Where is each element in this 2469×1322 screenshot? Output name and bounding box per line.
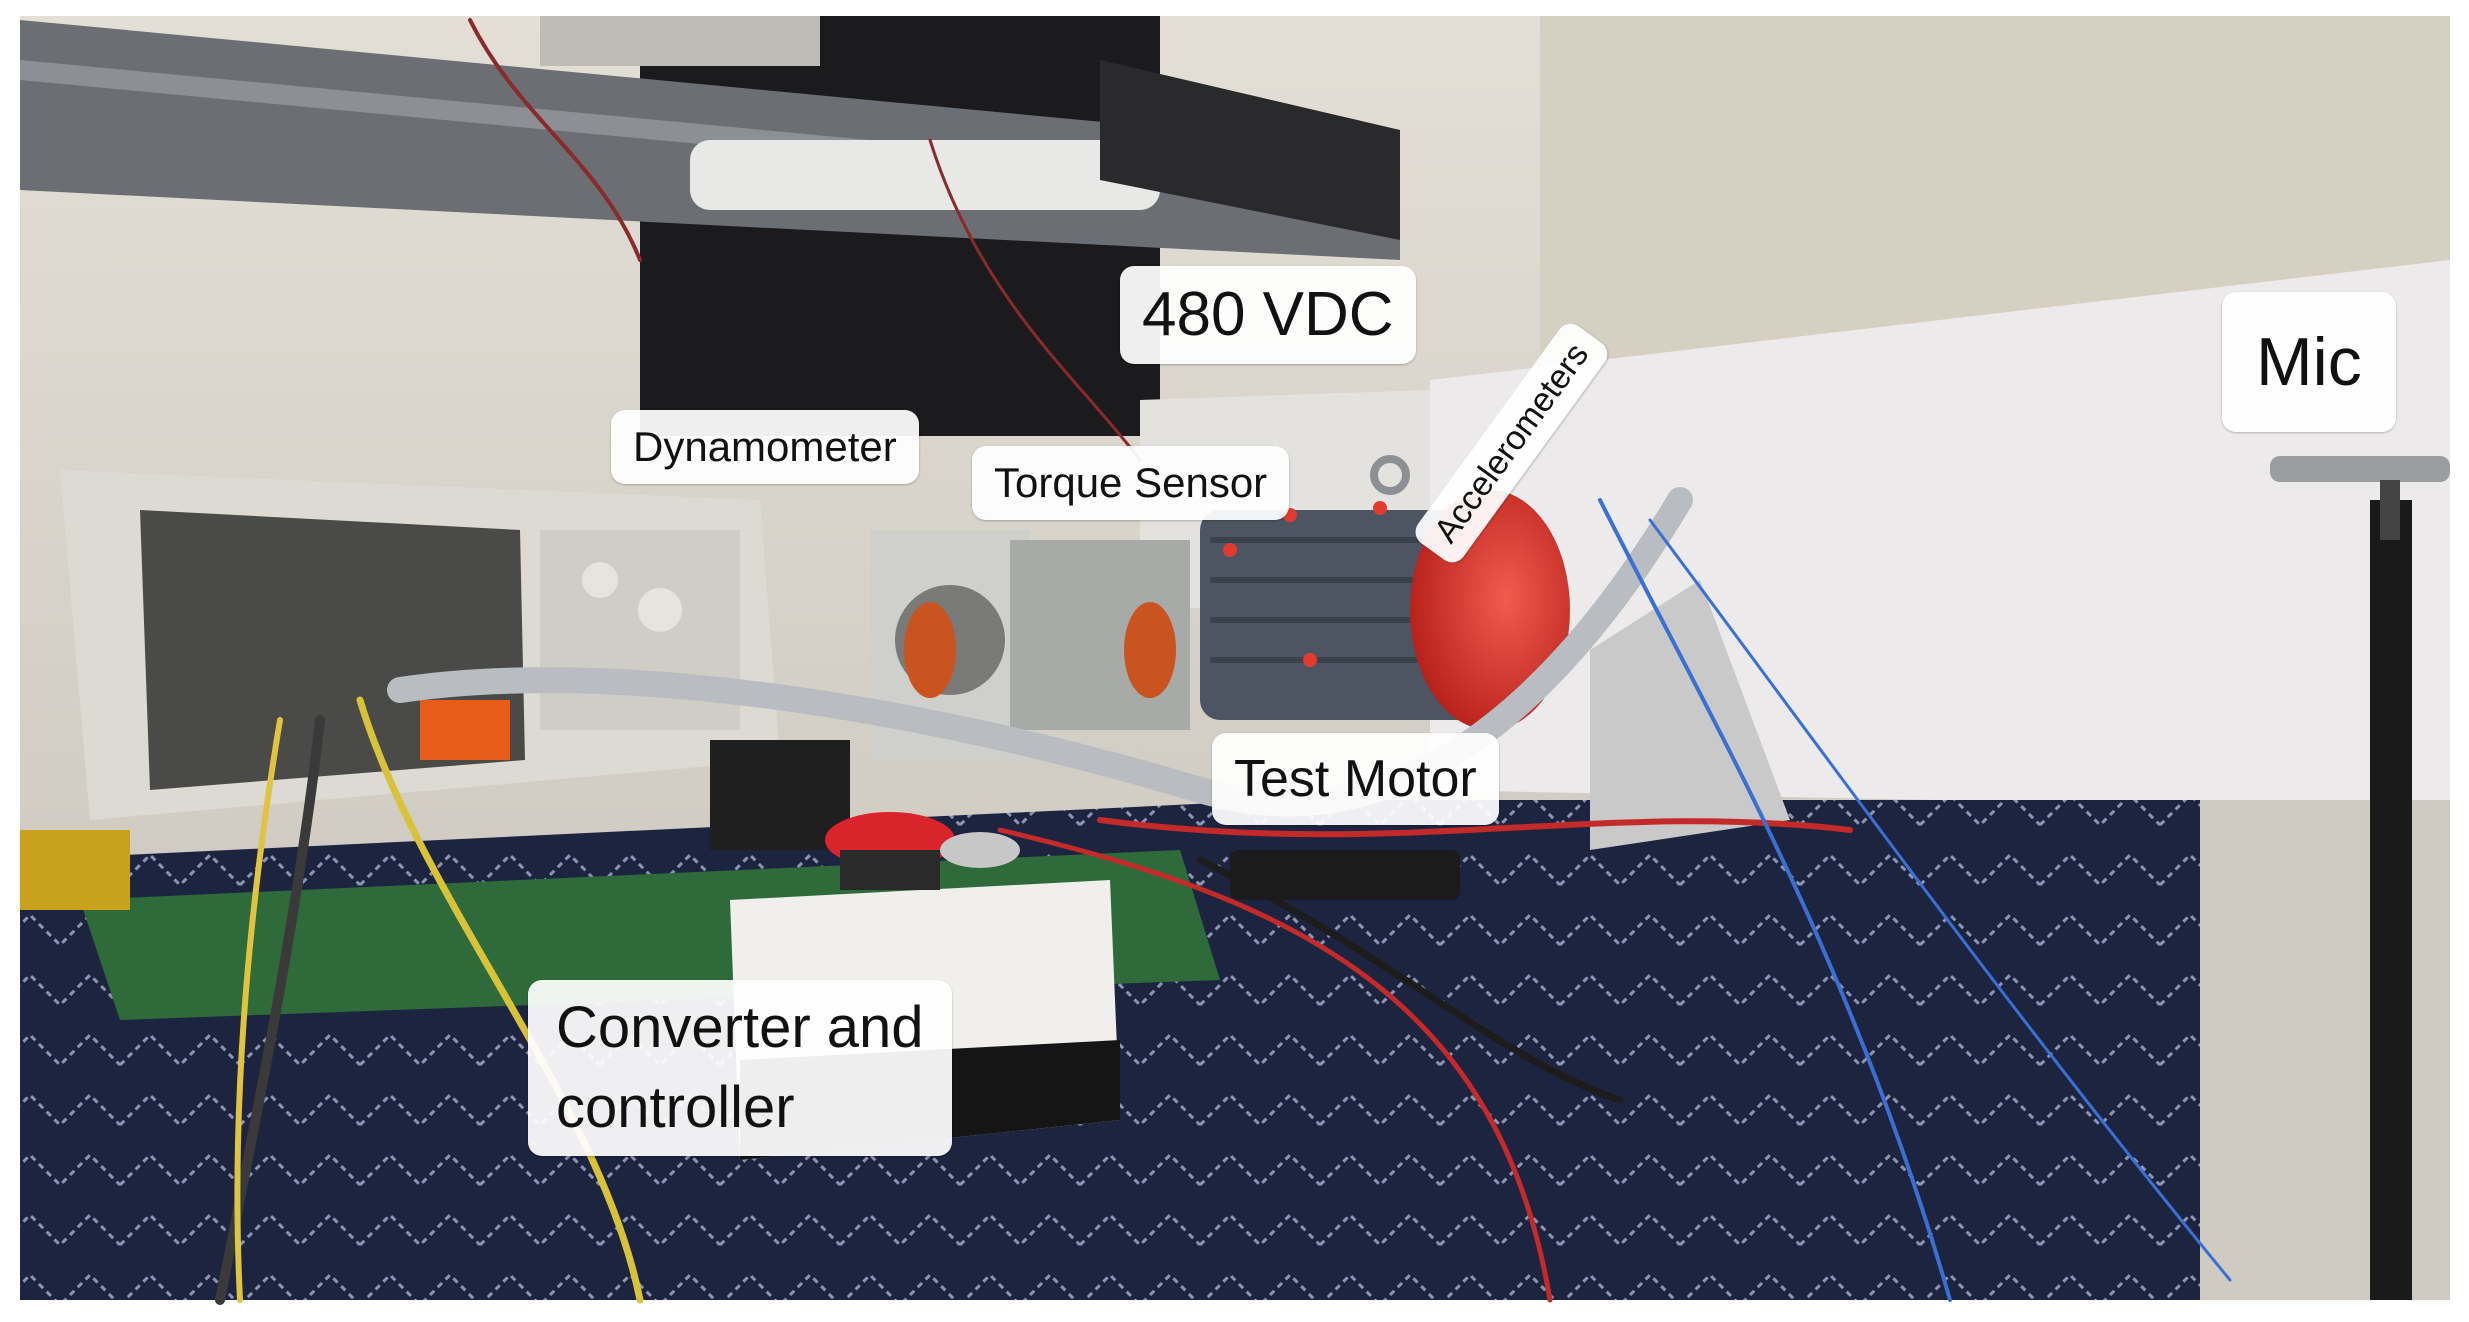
grey-cable: [387, 487, 1693, 817]
label-converter-line-2: controller: [556, 1075, 795, 1140]
label-converter-controller: Converter and controller: [528, 980, 952, 1156]
mounting-bracket: [1590, 580, 1790, 850]
mic-stand: [2370, 500, 2412, 1300]
label-480-vdc: 480 VDC: [1120, 266, 1416, 364]
label-mic: Mic: [2222, 292, 2396, 432]
test-motor-fins: [1200, 510, 1480, 720]
label-torque-sensor: Torque Sensor: [972, 446, 1290, 520]
label-test-motor: Test Motor: [1212, 733, 1499, 825]
label-dynamometer: Dynamometer: [611, 410, 919, 484]
label-converter-line-1: Converter and: [556, 995, 924, 1060]
shelf-light: [690, 140, 1160, 210]
power-supply: [1100, 60, 1400, 240]
